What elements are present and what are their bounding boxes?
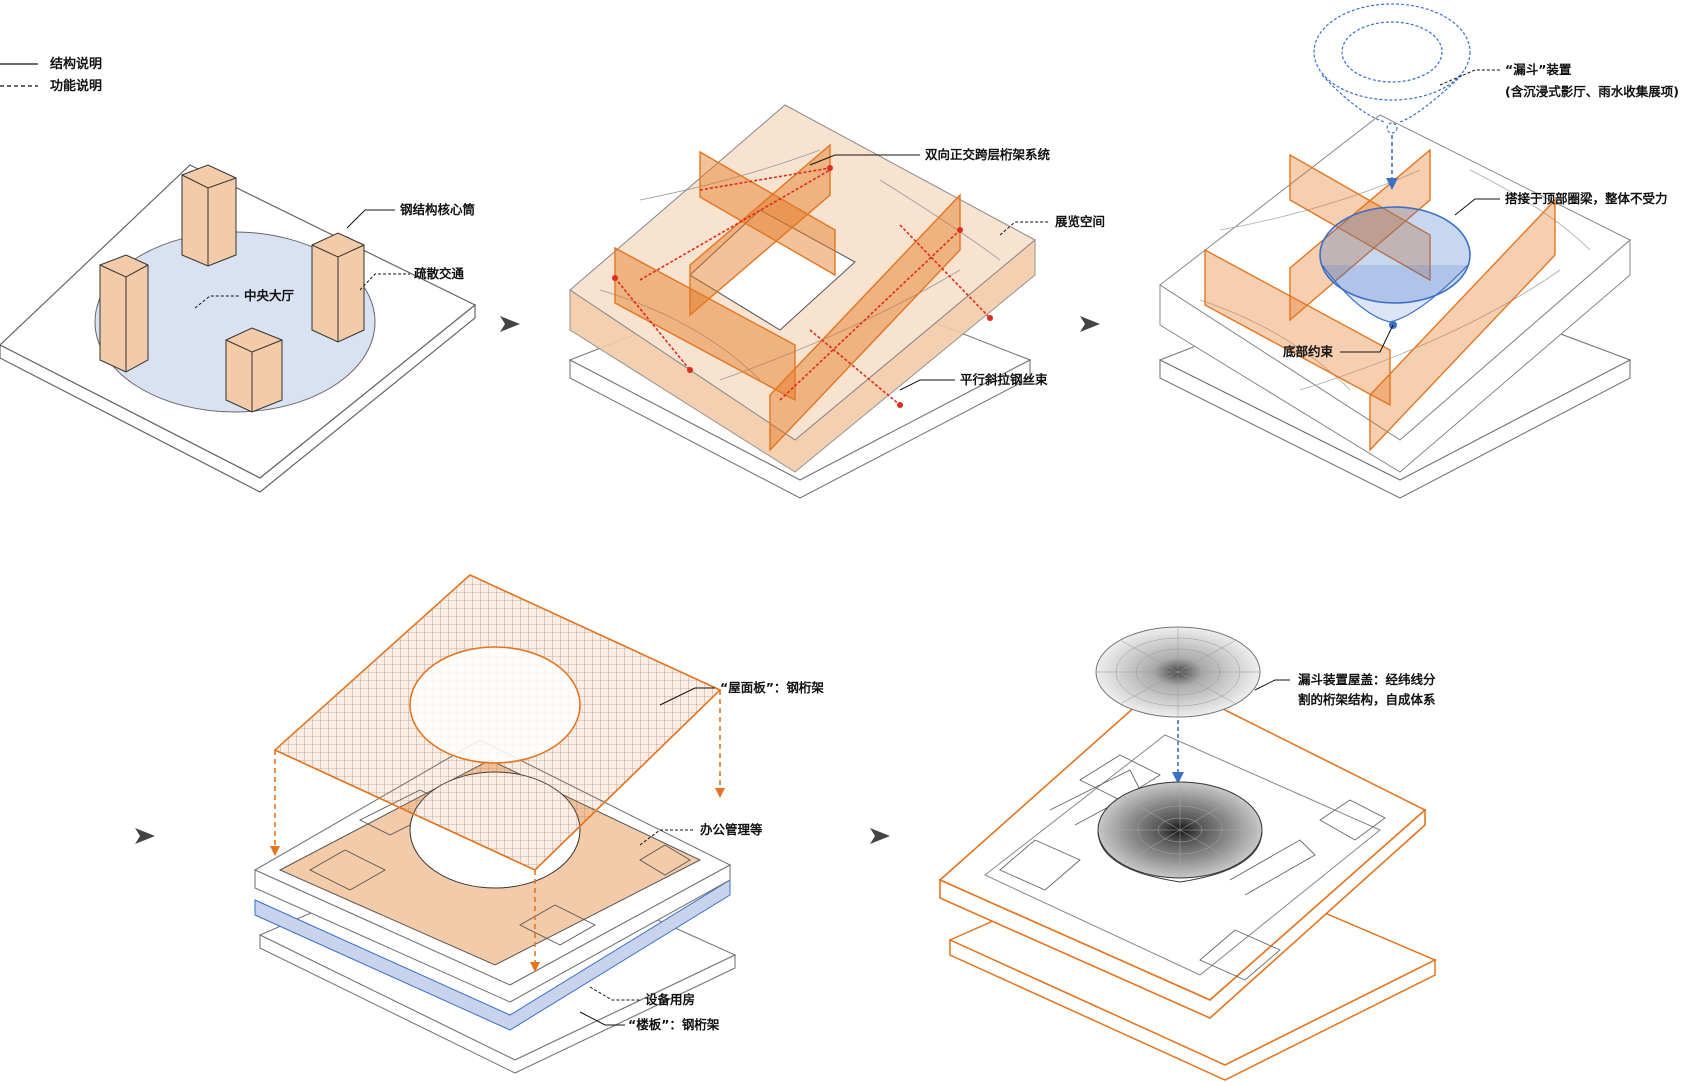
- label-truss: 双向正交跨层桁架系统: [924, 147, 1051, 162]
- label-roof: “屋面板”：钢桁架: [720, 680, 824, 695]
- roof-opening: [409, 646, 581, 764]
- label-ring: 搭接于顶部圈梁，整体不受力: [1505, 191, 1668, 206]
- label-office: 办公管理等: [700, 822, 763, 837]
- leader-evac: [359, 273, 410, 291]
- leader-truss: [809, 154, 920, 166]
- legend: 结构说明 功能说明: [0, 56, 102, 94]
- core-tower-2: [99, 254, 149, 373]
- core-tower-1: [181, 164, 237, 267]
- arrow-3: [135, 828, 155, 844]
- step-5-cap: 漏斗装置屋盖：经纬线分 割的桁架结构，自成体系: [938, 626, 1437, 1081]
- label-cap-1: 漏斗装置屋盖：经纬线分: [1298, 672, 1436, 687]
- truss-panel-d: [769, 193, 961, 452]
- leader-cable: [899, 379, 955, 391]
- leader-equip: [589, 986, 640, 1001]
- label-cap-2: 割的桁架结构，自成体系: [1298, 692, 1436, 707]
- step-4-roof-floor: “屋面板”：钢桁架 办公管理等 设备用房 “楼板”：钢桁架: [253, 574, 824, 1074]
- exhibit-volume-side: [569, 238, 1036, 473]
- leader-floor: [579, 1011, 625, 1026]
- truss-panel-c: [689, 143, 831, 317]
- floor-slab-blue: [254, 879, 731, 1031]
- funnel-ghost: [1313, 3, 1471, 134]
- step-3-funnel: “漏斗”装置 (含沉浸式影厅、雨水收集展项) 搭接于顶部圈梁，整体不受力 底部约…: [1158, 3, 1679, 499]
- leader-funnel: [1439, 69, 1500, 86]
- label-funnel-1: “漏斗”装置: [1505, 62, 1572, 77]
- step-1-cores: 钢结构核心筒 疏散交通 中央大厅: [0, 164, 477, 493]
- cable-anchors: [612, 165, 993, 408]
- funnel-ring: [1319, 206, 1471, 304]
- step-2-truss: 双向正交跨层桁架系统 展览空间 平行斜拉钢丝束: [568, 104, 1105, 499]
- leader-exhibit: [999, 221, 1050, 236]
- leader-ring: [1454, 198, 1500, 216]
- truss-panel-b: [614, 246, 796, 402]
- arrow-1: [500, 316, 520, 332]
- arrow-2: [1080, 316, 1100, 332]
- leader-office: [639, 829, 695, 846]
- leader-core: [346, 209, 395, 229]
- truss-panel-a: [699, 150, 836, 277]
- label-equip: 设备用房: [645, 992, 695, 1007]
- label-evac: 疏散交通: [414, 266, 465, 281]
- leader-bottom: [1340, 324, 1394, 353]
- label-hall: 中央大厅: [244, 288, 295, 303]
- leader-hall: [194, 295, 240, 309]
- legend-function-label: 功能说明: [50, 78, 102, 94]
- core-tower-4: [225, 327, 283, 413]
- leader-cap: [1254, 679, 1290, 691]
- label-floor: “楼板”：钢桁架: [628, 1017, 720, 1032]
- cables: [614, 167, 991, 406]
- label-funnel-2: (含沉浸式影厅、雨水收集展项): [1505, 84, 1679, 99]
- step-1-slab-side: [0, 303, 476, 493]
- label-bottom: 底部约束: [1283, 344, 1334, 359]
- arrow-4: [870, 828, 890, 844]
- courtyard-opening: [689, 209, 856, 331]
- legend-structure-label: 结构说明: [50, 56, 102, 72]
- leader-roof: [659, 687, 715, 706]
- label-exhibit: 展览空间: [1055, 214, 1105, 229]
- label-cable: 平行斜拉钢丝束: [960, 372, 1048, 387]
- label-core: 钢结构核心筒: [400, 202, 475, 217]
- core-tower-3: [311, 232, 365, 343]
